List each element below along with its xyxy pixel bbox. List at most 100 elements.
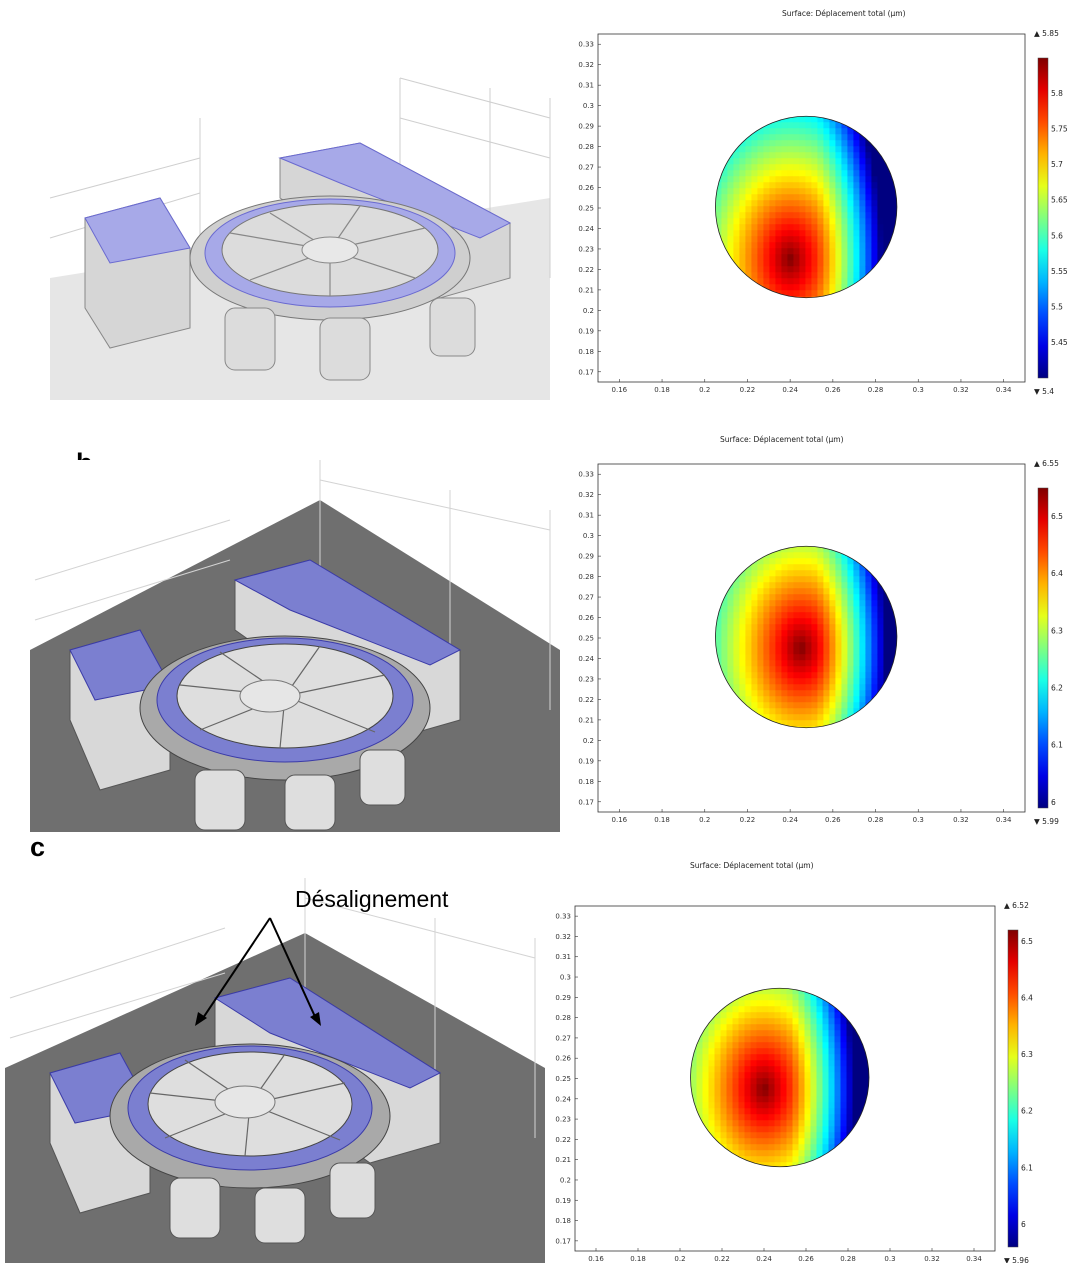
heat-cell xyxy=(781,146,788,153)
heat-cell xyxy=(817,284,824,291)
heat-cell xyxy=(798,1012,805,1019)
heat-cell xyxy=(708,1048,715,1055)
heat-cell xyxy=(811,552,818,559)
heat-cell xyxy=(757,158,764,165)
heat-cell xyxy=(811,576,818,583)
heat-cell xyxy=(769,624,776,631)
heat-cell xyxy=(751,588,758,595)
heat-cell xyxy=(889,206,896,213)
heat-cell xyxy=(835,122,842,129)
heat-cell xyxy=(811,600,818,607)
heat-cell xyxy=(817,582,824,589)
heat-cell xyxy=(769,266,776,273)
heat-cell xyxy=(787,146,794,153)
heat-cell xyxy=(871,636,878,643)
heat-cell xyxy=(721,236,728,243)
heat-cell xyxy=(859,600,866,607)
heat-cell xyxy=(859,140,866,147)
heat-cell xyxy=(829,248,836,255)
heat-cell xyxy=(811,720,818,727)
heat-cell xyxy=(828,1036,835,1043)
heat-cell xyxy=(889,188,896,195)
heat-cell xyxy=(835,636,842,643)
heat-cell xyxy=(792,1102,799,1109)
heat-cell xyxy=(804,1012,811,1019)
heat-cell xyxy=(853,636,860,643)
heat-cell xyxy=(769,128,776,135)
heat-cell xyxy=(756,1120,763,1127)
heat-cell xyxy=(829,708,836,715)
heat-cell xyxy=(823,618,830,625)
heat-cell xyxy=(871,654,878,661)
heat-cell xyxy=(787,696,794,703)
heat-cell xyxy=(798,1114,805,1121)
heat-cell xyxy=(733,654,740,661)
heat-cell xyxy=(817,152,824,159)
heat-cell xyxy=(817,170,824,177)
heat-cell xyxy=(763,708,770,715)
heat-cell xyxy=(769,236,776,243)
heat-cell xyxy=(823,266,830,273)
heat-cell xyxy=(823,116,830,123)
x-tick-label: 0.24 xyxy=(782,386,798,394)
heat-cell xyxy=(835,642,842,649)
heat-cell xyxy=(804,1150,811,1157)
y-tick-label: 0.29 xyxy=(555,994,571,1002)
heat-cell xyxy=(865,182,872,189)
heat-cell xyxy=(721,200,728,207)
heat-cell xyxy=(774,1048,781,1055)
heat-cell xyxy=(745,272,752,279)
heat-cell xyxy=(793,272,800,279)
heat-cell xyxy=(780,1018,787,1025)
heat-cell xyxy=(757,588,764,595)
colorbar-c: ▲ 6.52▼ 5.966.56.46.36.26.16 xyxy=(1004,901,1033,1263)
heat-cell xyxy=(853,606,860,613)
heat-cell xyxy=(835,624,842,631)
heat-cell xyxy=(762,1000,769,1007)
heat-cell xyxy=(744,1096,751,1103)
y-tick-label: 0.32 xyxy=(578,491,594,499)
heat-cell xyxy=(726,1024,733,1031)
heat-cell xyxy=(793,212,800,219)
heat-cell xyxy=(751,164,758,171)
heat-cell xyxy=(841,630,848,637)
heat-cell xyxy=(834,1066,841,1073)
y-tick-label: 0.22 xyxy=(555,1136,571,1144)
heat-cell xyxy=(841,594,848,601)
heat-cell xyxy=(817,672,824,679)
heat-cell xyxy=(732,1126,739,1133)
heat-cell xyxy=(775,576,782,583)
heat-cell xyxy=(757,242,764,249)
heat-cell xyxy=(828,1006,835,1013)
heat-cell xyxy=(768,1054,775,1061)
heat-cell xyxy=(787,152,794,159)
heat-cell xyxy=(739,158,746,165)
heat-cell xyxy=(799,248,806,255)
heat-cell xyxy=(763,678,770,685)
heat-cell xyxy=(762,1036,769,1043)
heat-cell xyxy=(822,1036,829,1043)
heat-cell xyxy=(739,696,746,703)
heat-cell xyxy=(757,618,764,625)
heat-cell xyxy=(733,188,740,195)
heat-cell xyxy=(739,182,746,189)
colorbar-tick-label: 6 xyxy=(1051,798,1056,807)
heat-cell xyxy=(768,1072,775,1079)
heat-cell xyxy=(733,582,740,589)
heat-cell xyxy=(787,618,794,625)
heat-cell xyxy=(853,218,860,225)
heat-cell xyxy=(739,242,746,249)
heat-cell xyxy=(786,1138,793,1145)
heat-cell xyxy=(835,182,842,189)
heat-cell xyxy=(853,260,860,267)
heat-cell xyxy=(865,230,872,237)
heat-cell xyxy=(757,600,764,607)
heat-cell xyxy=(751,666,758,673)
heat-cell xyxy=(750,1084,757,1091)
heat-cell xyxy=(823,576,830,583)
heat-cell xyxy=(738,1126,745,1133)
heat-cell xyxy=(883,242,890,249)
heat-cell xyxy=(775,272,782,279)
heat-cell xyxy=(726,1096,733,1103)
heat-cell xyxy=(846,1054,853,1061)
